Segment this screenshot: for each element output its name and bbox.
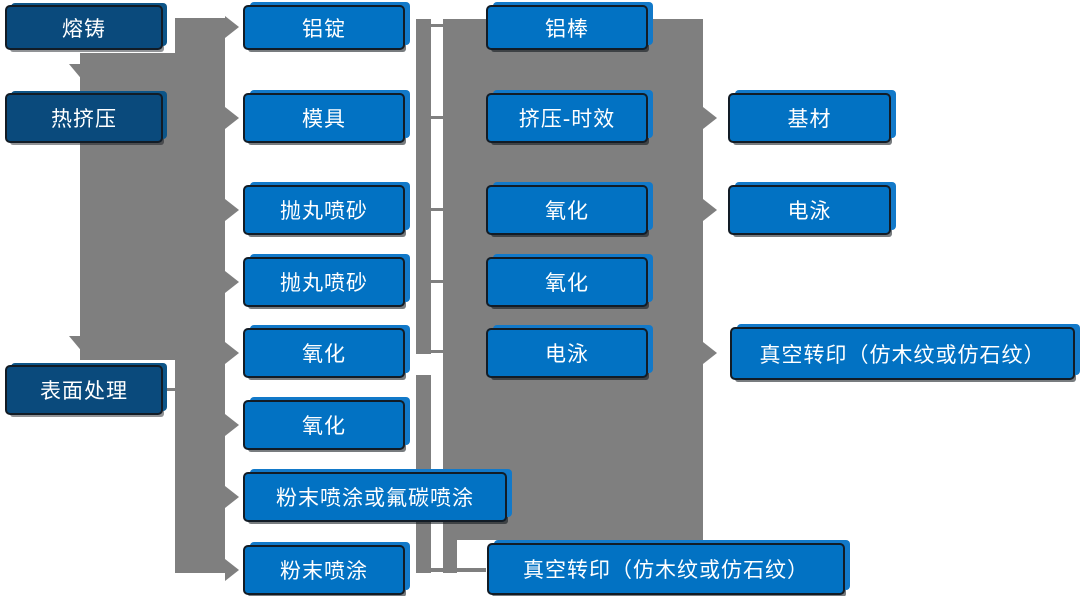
right-arrow-icon: [225, 107, 239, 129]
connector-stub: [431, 24, 443, 27]
node-label: 模具: [302, 107, 346, 131]
down-arrow-icon: [69, 64, 99, 82]
node-jicai: 基材: [728, 93, 891, 143]
node-paowanpensha-2: 抛丸喷砂: [243, 257, 405, 307]
node-biaomianchuli: 表面处理: [5, 365, 163, 415]
node-label: 氧化: [545, 199, 589, 223]
right-arrow-icon: [225, 559, 239, 581]
node-fenmopentu: 粉末喷涂: [243, 545, 405, 595]
node-label: 表面处理: [40, 379, 128, 403]
right-arrow-icon: [225, 271, 239, 293]
node-yanghua-2: 氧化: [243, 400, 405, 450]
node-label: 氧化: [302, 414, 346, 438]
node-yanghua-1: 氧化: [243, 328, 405, 378]
node-label: 抛丸喷砂: [280, 271, 368, 295]
node-label: 真空转印（仿木纹或仿石纹）: [523, 558, 809, 582]
node-zhenkongzhuanyin-1: 真空转印（仿木纹或仿石纹）: [487, 543, 845, 595]
node-label: 抛丸喷砂: [280, 199, 368, 223]
right-arrow-icon: [225, 199, 239, 221]
node-label: 热挤压: [51, 107, 117, 131]
node-label: 真空转印（仿木纹或仿石纹）: [759, 342, 1046, 367]
node-dianyong-2: 电泳: [728, 185, 891, 235]
node-label: 铝锭: [302, 16, 346, 41]
node-rongzhu: 熔铸: [5, 5, 163, 50]
connector-stub-surface: [161, 388, 177, 391]
node-label: 铝棒: [545, 16, 589, 41]
node-lvding: 铝锭: [243, 5, 405, 50]
node-lvbang: 铝棒: [486, 5, 648, 50]
right-arrow-icon: [703, 342, 717, 364]
right-arrow-icon: [225, 414, 239, 436]
node-label: 电泳: [787, 199, 832, 223]
node-label: 基材: [787, 107, 832, 131]
node-dianyong-1: 电泳: [486, 328, 648, 378]
node-jiya-shixiao: 挤压-时效: [486, 93, 648, 143]
flow-bar-middle-top: [416, 19, 431, 354]
connector-stub: [431, 350, 443, 353]
node-label: 粉末喷涂或氟碳喷涂: [276, 486, 474, 510]
flow-panel-extension: [443, 540, 457, 573]
node-fenmo-or-futan: 粉末喷涂或氟碳喷涂: [243, 472, 507, 522]
connector-stub: [431, 280, 443, 283]
node-label: 挤压-时效: [518, 107, 616, 131]
node-label: 氧化: [302, 342, 346, 366]
connector-stub: [431, 116, 443, 119]
right-arrow-icon: [703, 199, 717, 221]
node-yanghua-4: 氧化: [486, 257, 648, 307]
node-yanghua-3: 氧化: [486, 185, 648, 235]
node-zhenkongzhuanyin-2: 真空转印（仿木纹或仿石纹）: [730, 327, 1075, 380]
node-label: 熔铸: [62, 16, 106, 41]
node-label: 氧化: [545, 271, 589, 295]
node-rejiaya: 热挤压: [5, 93, 163, 143]
down-arrow-icon: [69, 336, 99, 354]
right-arrow-icon: [703, 107, 717, 129]
right-arrow-icon: [225, 486, 239, 508]
connector-stub: [431, 208, 443, 211]
node-muju: 模具: [243, 93, 405, 143]
node-paowanpensha-1: 抛丸喷砂: [243, 185, 405, 235]
node-label: 粉末喷涂: [280, 559, 368, 583]
node-label: 电泳: [545, 342, 589, 366]
right-arrow-icon: [225, 342, 239, 364]
right-arrow-icon: [225, 16, 239, 38]
